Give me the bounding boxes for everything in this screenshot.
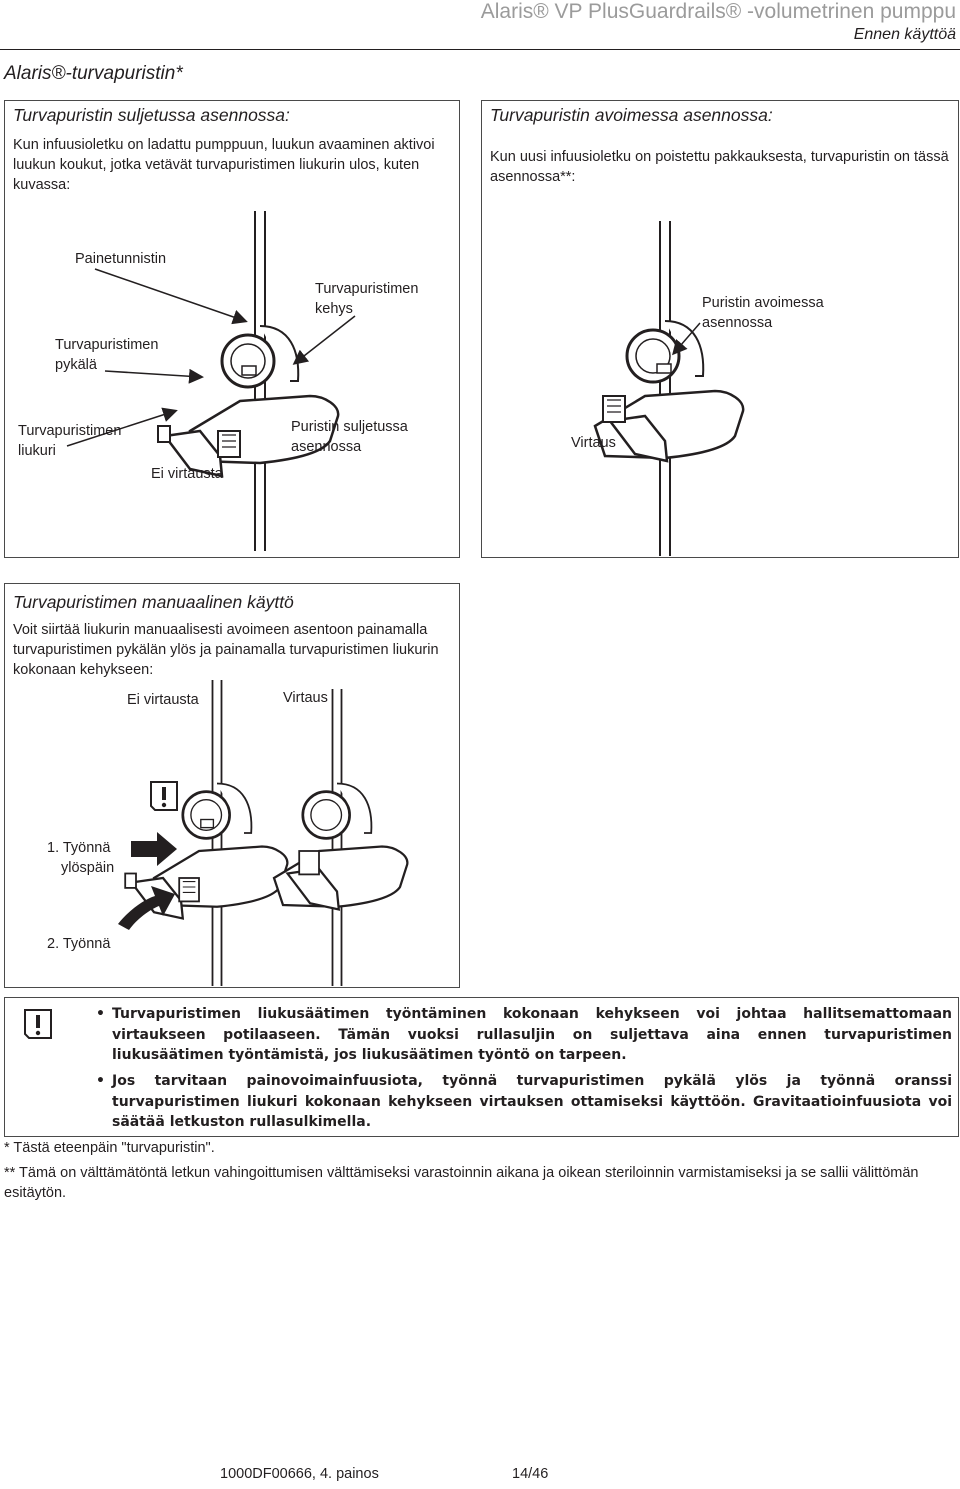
panel-open-title: Turvapuristin avoimessa asennossa: <box>490 105 773 125</box>
clamp-closed-illustration <box>66 209 356 553</box>
caution-icon <box>150 781 178 811</box>
label-open-2: asennossa <box>702 315 773 331</box>
footer-doc-id: 1000DF00666, 4. painos <box>220 1466 379 1482</box>
panel-closed-text: Kun infuusioletku on ladattu pumppuun, l… <box>13 137 435 193</box>
caution-icon <box>24 1009 52 1039</box>
label-open-1: Puristin avoimessa <box>702 295 824 311</box>
label-step1-1: 1. Työnnä <box>47 840 111 856</box>
label-notch-1: Turvapuristimen <box>55 337 159 353</box>
section-title: Alaris®-turvapuristin* <box>4 63 183 84</box>
label-no-flow: Ei virtausta <box>151 466 223 482</box>
clamp-open-illustration <box>593 221 745 556</box>
label-step1-2: ylöspäin <box>61 860 115 876</box>
warning-bullet-1: Turvapuristimen liukusäätimen työntämine… <box>96 1004 952 1066</box>
footnote-2: ** Tämä on välttämätöntä letkun vahingoi… <box>4 1165 919 1201</box>
panel-closed-title: Turvapuristin suljetussa asennossa: <box>13 105 290 125</box>
document-title: Alaris® VP PlusGuardrails® -volumetrinen… <box>480 0 956 23</box>
label-slider-1: Turvapuristimen <box>18 423 122 439</box>
label-frame-2: kehys <box>315 301 353 317</box>
label-closed-1: Puristin suljetussa <box>291 419 408 435</box>
header-divider <box>0 49 960 50</box>
panel-clamp-open: Turvapuristin avoimessa asennossa: Kun u… <box>481 100 959 558</box>
label-notch-2: pykälä <box>55 357 97 373</box>
label-step2: 2. Työnnä <box>47 936 111 952</box>
label-closed-2: asennossa <box>291 439 362 455</box>
label-pressure-sensor: Painetunnistin <box>75 251 167 267</box>
warning-box: Turvapuristimen liukusäätimen työntämine… <box>4 997 959 1137</box>
footer-page-number: 14/46 <box>512 1466 549 1482</box>
footnote-1: * Tästä eteenpäin "turvapuristin". <box>4 1140 215 1156</box>
label-manual-no-flow: Ei virtausta <box>127 692 199 708</box>
warning-bullet-2: Jos tarvitaan painovoimainfuusiota, työn… <box>96 1071 952 1133</box>
arrow-icon <box>131 832 177 866</box>
label-slider-2: liukuri <box>18 443 56 459</box>
panel-manual-operation: Turvapuristimen manuaalinen käyttö Voit … <box>4 583 460 988</box>
panel-clamp-closed: Turvapuristin suljetussa asennossa: Kun … <box>4 100 460 558</box>
panel-open-text: Kun uusi infuusioletku on poistettu pakk… <box>490 149 949 185</box>
label-flow: Virtaus <box>571 435 616 451</box>
label-frame-1: Turvapuristimen <box>315 281 419 297</box>
panel-manual-title: Turvapuristimen manuaalinen käyttö <box>13 592 294 612</box>
arrow-icon <box>118 886 175 930</box>
panel-manual-text: Voit siirtää liukurin manuaalisesti avoi… <box>13 622 439 678</box>
document-subtitle: Ennen käyttöä <box>853 26 956 43</box>
manual-operation-illustration <box>118 678 409 988</box>
label-manual-flow: Virtaus <box>283 690 328 706</box>
